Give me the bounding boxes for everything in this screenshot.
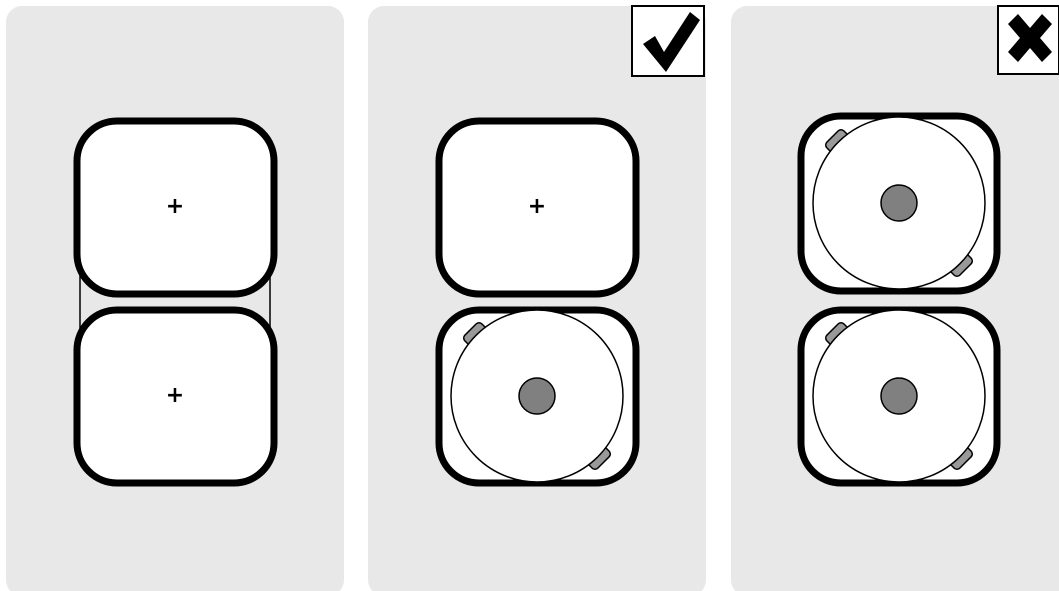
panel-empty-zones: + + [6, 6, 344, 591]
panel-one-pot-correct: + [368, 6, 706, 591]
pot [813, 117, 985, 289]
pot-center [519, 378, 555, 414]
pot-center [881, 185, 917, 221]
zone-marker-bottom: + [166, 383, 184, 408]
panel-two-pots-wrong [731, 6, 1059, 591]
pot-center [881, 378, 917, 414]
pot [813, 310, 985, 482]
panel-background [6, 6, 344, 591]
zone-marker-top: + [528, 194, 546, 219]
panel-background [731, 6, 1059, 591]
panel-background [368, 6, 706, 591]
zone-marker-top: + [166, 194, 184, 219]
pot [451, 310, 623, 482]
